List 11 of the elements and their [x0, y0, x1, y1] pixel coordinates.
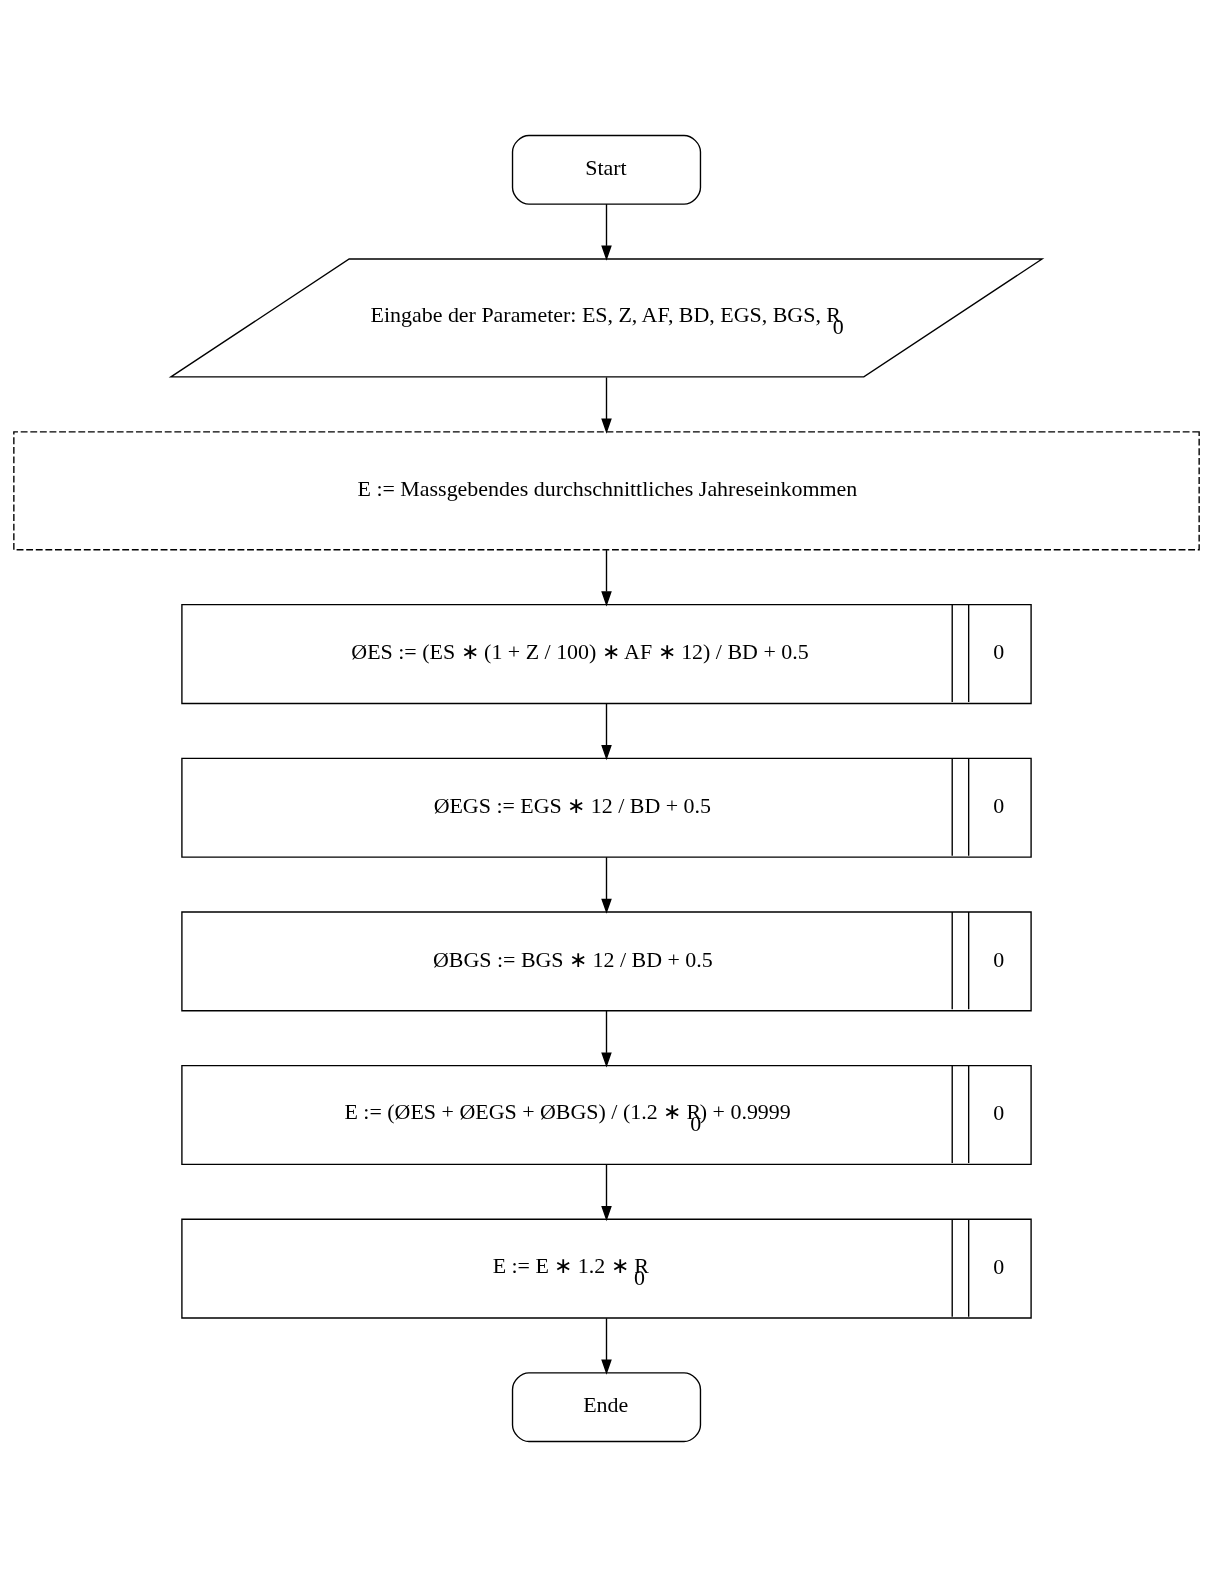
arrow — [601, 203, 612, 261]
arrow — [601, 1010, 612, 1068]
node-box: Start — [511, 134, 702, 205]
arrow — [601, 1317, 612, 1375]
arrow — [601, 376, 612, 434]
arrow — [601, 549, 612, 607]
node-box: E := Massgebendes durchschnittliches Jahreseinkommen — [13, 431, 1200, 551]
arrow — [601, 1163, 612, 1222]
arrow — [601, 856, 612, 914]
node-box: Ende — [511, 1372, 702, 1443]
arrow — [601, 702, 612, 761]
